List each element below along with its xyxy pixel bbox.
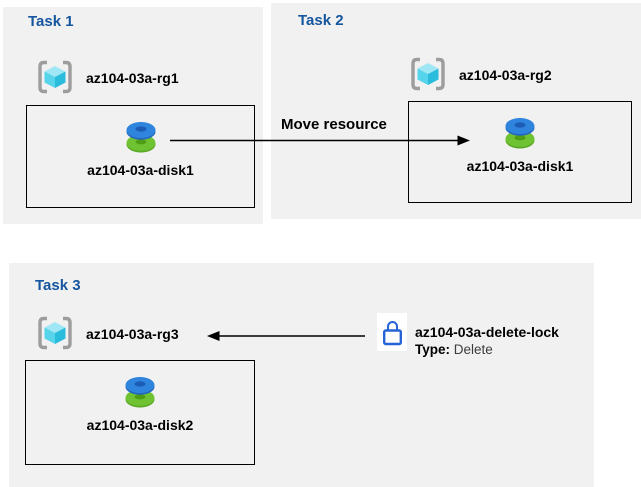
resource-name: az104-03a-disk2 <box>86 417 194 433</box>
task1-resource-group: az104-03a-rg1 <box>35 59 179 97</box>
resource-group-icon <box>38 60 72 94</box>
lock-text: az104-03a-delete-lock Type: Delete <box>415 324 559 358</box>
task1-title: Task 1 <box>28 13 74 30</box>
task3-title: Task 3 <box>35 277 81 294</box>
task1-resource-box: az104-03a-disk1 <box>26 105 255 208</box>
resource-group-name: az104-03a-rg3 <box>86 326 179 342</box>
task1-panel: Task 1 az104-03a-rg1 a <box>3 7 263 224</box>
disk-icon <box>125 377 155 408</box>
disk-icon <box>505 118 535 149</box>
resource-group-icon <box>38 316 72 350</box>
task2-title: Task 2 <box>298 12 344 29</box>
task3-panel: Task 3 az104-03a-rg3 az104- <box>9 263 594 487</box>
task2-resource-group: az104-03a-rg2 <box>408 56 552 94</box>
lock-type-value: Delete <box>453 342 493 357</box>
disk-icon <box>126 122 155 153</box>
task3-resource-box: az104-03a-disk2 <box>25 360 255 465</box>
lock-name: az104-03a-delete-lock <box>415 324 559 340</box>
resource-group-name: az104-03a-rg2 <box>459 67 552 83</box>
lock-type-label: Type: <box>415 342 451 357</box>
task2-resource-box: az104-03a-disk1 <box>408 101 632 203</box>
task2-panel: Task 2 az104-03a-rg2 a <box>271 3 641 219</box>
lock-icon <box>382 320 402 345</box>
move-resource-label: Move resource <box>281 116 387 133</box>
task3-resource-group: az104-03a-rg3 <box>35 315 179 353</box>
resource-name: az104-03a-disk1 <box>87 162 194 178</box>
lock-badge <box>377 313 407 351</box>
resource-name: az104-03a-disk1 <box>466 158 574 174</box>
delete-lock: az104-03a-delete-lock Type: Delete <box>377 313 559 358</box>
resource-group-icon <box>411 57 445 91</box>
resource-group-name: az104-03a-rg1 <box>86 70 179 86</box>
lock-type: Type: Delete <box>415 341 559 358</box>
